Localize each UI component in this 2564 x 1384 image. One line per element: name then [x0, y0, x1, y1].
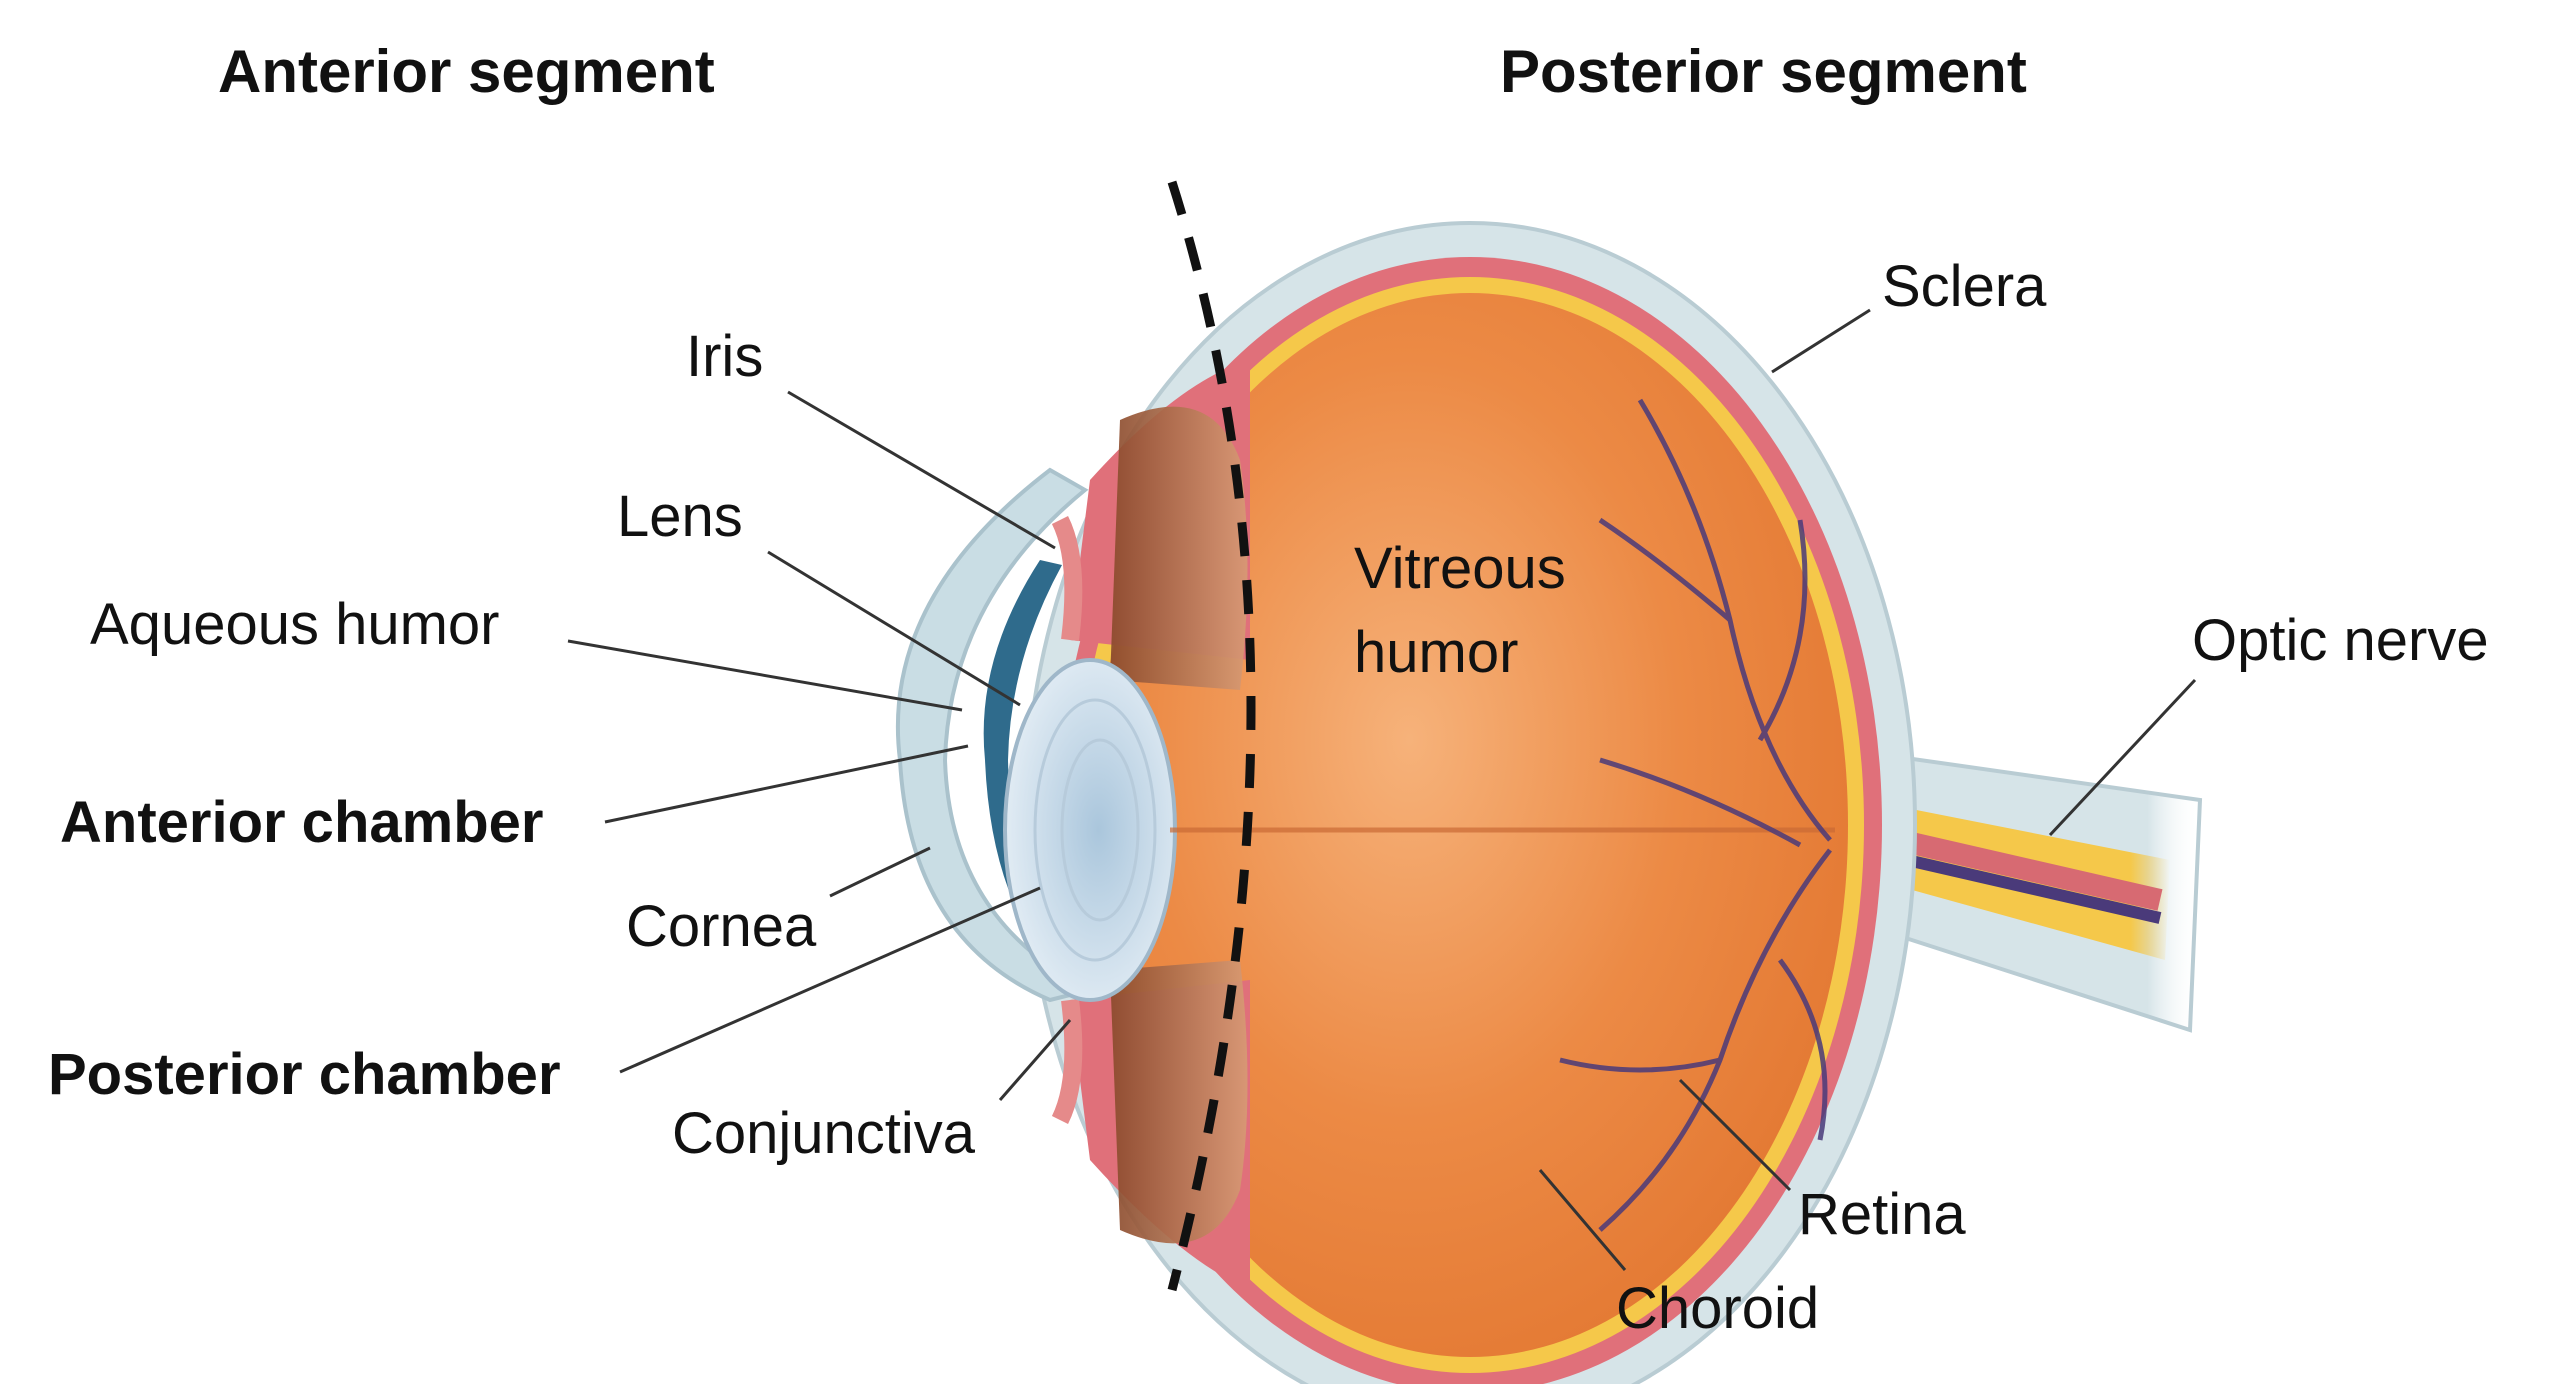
segment-divider — [1167, 180, 1256, 1292]
label-vitreous-line2: humor — [1354, 620, 1519, 685]
heading-anterior-segment: Anterior segment — [218, 38, 715, 105]
leader-aqueous — [567, 639, 963, 712]
leader-optic-nerve — [2048, 678, 2197, 837]
leader-retina — [1678, 1078, 1792, 1192]
retinal-vessels — [1559, 398, 1832, 1232]
leader-lines — [567, 308, 2197, 1271]
label-anterior-chamber: Anterior chamber — [60, 790, 544, 855]
leader-cornea — [829, 846, 931, 898]
label-vitreous-line1: Vitreous — [1354, 536, 1566, 601]
leader-iris — [787, 390, 1056, 550]
label-aqueous-humor: Aqueous humor — [90, 592, 500, 657]
leader-conjunctiva — [998, 1019, 1072, 1101]
lens-shape — [1003, 658, 1177, 1002]
leader-sclera — [1771, 308, 1871, 374]
leader-posterior-chamber — [619, 886, 1041, 1074]
vitreous-body — [1092, 293, 1848, 1357]
leader-anterior-chamber — [604, 744, 969, 824]
label-posterior-chamber: Posterior chamber — [48, 1042, 561, 1107]
heading-posterior-segment: Posterior segment — [1500, 38, 2027, 105]
label-lens: Lens — [617, 484, 743, 549]
label-iris: Iris — [686, 324, 764, 389]
label-sclera: Sclera — [1882, 254, 2047, 319]
label-cornea: Cornea — [626, 894, 817, 959]
leader-choroid — [1538, 1169, 1627, 1271]
label-optic-nerve: Optic nerve — [2192, 608, 2489, 673]
leader-lens — [767, 550, 1021, 707]
label-choroid: Choroid — [1616, 1276, 1820, 1341]
iris-ciliary-shape — [1051, 360, 1250, 1290]
label-retina: Retina — [1798, 1182, 1966, 1247]
label-conjunctiva: Conjunctiva — [672, 1101, 976, 1166]
